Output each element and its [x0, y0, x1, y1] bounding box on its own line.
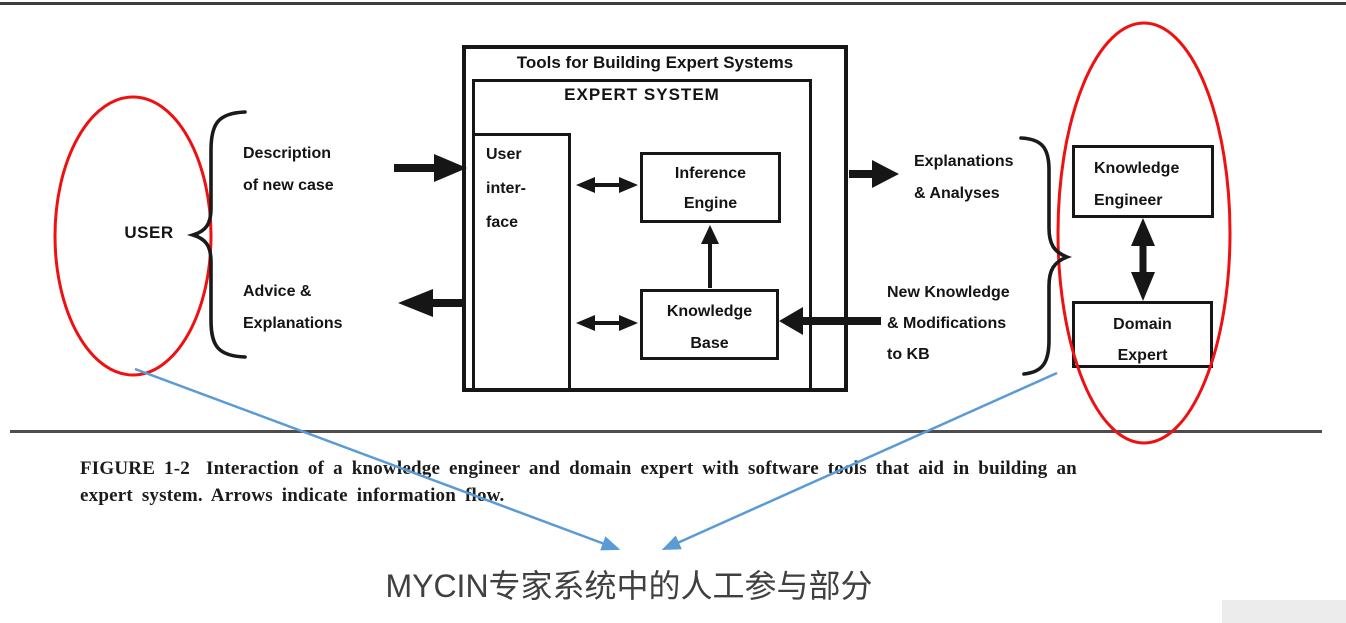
advice-label: Advice & Explanations	[243, 276, 343, 340]
chinese-annotation-title: MYCIN专家系统中的人工参与部分	[385, 568, 873, 604]
domain-expert-label: Domain Expert	[1072, 309, 1213, 371]
user-interface-label: User inter- face	[486, 138, 526, 240]
description-line2: of new case	[243, 177, 334, 194]
new-knowledge-line2: & Modifications	[887, 315, 1007, 332]
right-brace	[1019, 136, 1073, 376]
explanations-line2: & Analyses	[914, 185, 1000, 202]
figure-caption-text1: Interaction of a knowledge engineer and …	[205, 458, 1077, 479]
knowledge-engineer-line2: Engineer	[1094, 192, 1163, 209]
domain-expert-line2: Expert	[1117, 347, 1168, 364]
knowledge-base-box	[640, 289, 779, 360]
advice-line2: Explanations	[243, 315, 343, 332]
knowledge-base-label: Knowledge Base	[640, 296, 779, 360]
knowledge-engineer-line1: Knowledge	[1094, 160, 1180, 177]
arrow-ke-de-top-head	[1131, 218, 1155, 246]
inference-engine-label: Inference Engine	[640, 159, 781, 219]
experts-annotation-ellipse	[1056, 21, 1232, 445]
figure-bottom-rule	[10, 430, 1322, 433]
inference-engine-line1: Inference	[674, 165, 747, 182]
new-knowledge-line1: New Knowledge	[887, 284, 1010, 301]
explanations-label: Explanations & Analyses	[914, 146, 1014, 210]
arrow-explanations-head	[872, 160, 899, 188]
figure-number-label: FIGURE 1-2	[80, 458, 190, 479]
user-interface-line2: inter-	[486, 180, 526, 197]
knowledge-base-line2: Base	[690, 335, 729, 352]
arrow-ke-de-bottom-head	[1131, 272, 1155, 301]
domain-expert-line1: Domain	[1113, 316, 1172, 333]
new-knowledge-label: New Knowledge & Modifications to KB	[887, 277, 1010, 370]
explanations-line1: Explanations	[914, 153, 1014, 170]
tools-box-title: Tools for Building Expert Systems	[516, 53, 794, 72]
user-label: USER	[124, 223, 174, 242]
inference-engine-line2: Engine	[683, 195, 738, 212]
corner-shade	[1222, 600, 1346, 623]
figure-caption-line1: FIGURE 1-2 Interaction of a knowledge eng…	[80, 458, 1077, 480]
top-rule	[0, 2, 1346, 5]
user-interface-line3: face	[486, 214, 519, 231]
knowledge-engineer-label: Knowledge Engineer	[1094, 153, 1179, 217]
arrow-advice-head	[398, 289, 433, 317]
description-line1: Description	[243, 145, 332, 162]
advice-line1: Advice &	[243, 283, 312, 300]
inference-engine-box	[640, 152, 781, 223]
description-label: Description of new case	[243, 138, 334, 202]
figure-caption-line2: expert system. Arrows indicate informati…	[80, 485, 505, 506]
new-knowledge-line3: to KB	[887, 346, 930, 363]
user-interface-line1: User	[486, 146, 522, 163]
left-brace	[186, 110, 247, 359]
knowledge-base-line1: Knowledge	[666, 303, 753, 320]
expert-system-title: EXPERT SYSTEM	[564, 85, 720, 104]
